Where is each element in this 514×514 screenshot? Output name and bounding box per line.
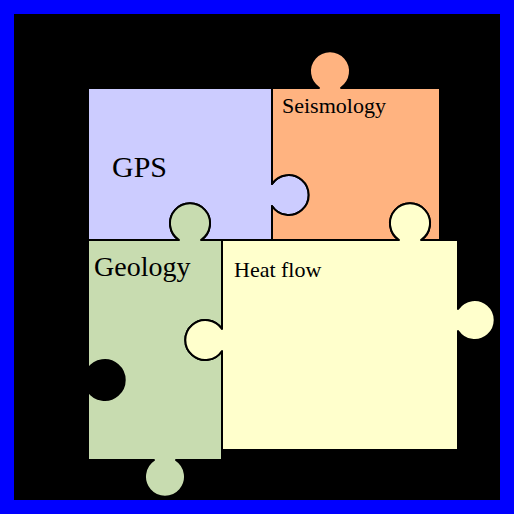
piece-label: GPS [112,150,167,183]
piece-label: Seismology [282,94,386,118]
piece-label: Geology [94,252,190,283]
piece-shape [185,203,494,450]
puzzle-piece: Heat flow [178,196,502,494]
piece-label: Heat flow [234,258,321,282]
black-ground [14,14,500,500]
piece-outline [178,196,502,494]
